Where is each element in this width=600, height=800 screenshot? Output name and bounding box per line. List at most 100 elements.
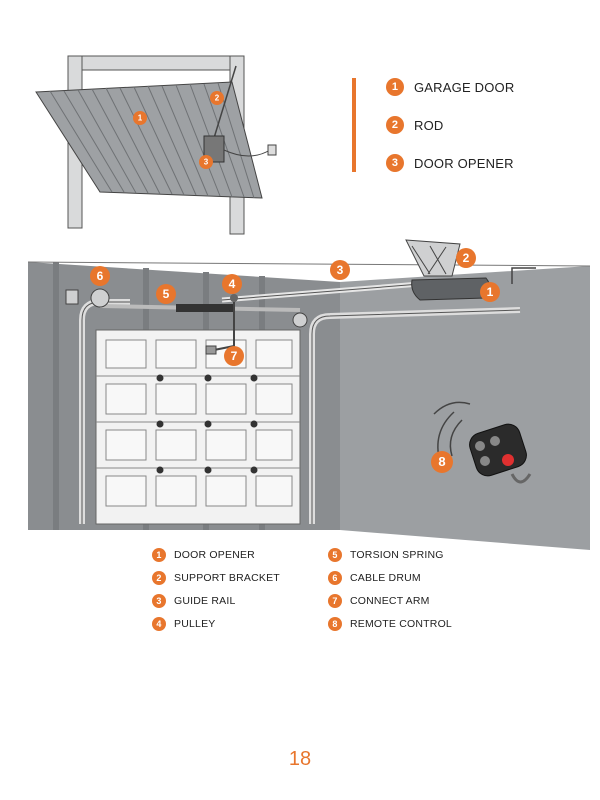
callout-circle <box>456 248 476 268</box>
callout-7: 7 <box>224 346 244 366</box>
callout-3: 3 <box>330 260 350 280</box>
callout-circle <box>224 346 244 366</box>
legend-item: 2 ROD <box>386 116 514 134</box>
door-rollers <box>156 374 258 474</box>
page-number: 18 <box>288 748 312 770</box>
signal-wave-1 <box>449 419 463 457</box>
number-badge: 2 <box>386 116 404 134</box>
callout-2: 2 <box>456 248 476 268</box>
legend-label: GUIDE RAIL <box>174 595 236 607</box>
callout-number: 8 <box>438 454 445 469</box>
remote-button-2 <box>490 436 500 446</box>
callout-number: 5 <box>163 287 170 301</box>
legend-item: 2 SUPPORT BRACKET <box>152 571 328 585</box>
callout-4: 4 <box>222 274 242 294</box>
callout-number: 6 <box>97 269 104 283</box>
tilt-door-panel <box>35 81 263 199</box>
callout-number: 3 <box>204 158 209 167</box>
legend-item: 6 CABLE DRUM <box>328 571 468 585</box>
callout-circle <box>210 91 224 105</box>
door-opener-box <box>203 135 225 163</box>
legend-label: SUPPORT BRACKET <box>174 572 280 584</box>
connect-arm-bracket <box>205 345 217 355</box>
number-badge: 7 <box>328 594 342 608</box>
callout-number: 7 <box>231 349 238 363</box>
header-bracket <box>511 267 536 284</box>
number-badge: 5 <box>328 548 342 562</box>
legend-label: DOOR OPENER <box>414 155 514 171</box>
callout-number: 1 <box>487 285 494 299</box>
door-frame-top <box>67 55 245 71</box>
door-section-seams <box>96 375 300 469</box>
power-outlet <box>267 144 277 156</box>
remote-button-1 <box>475 441 485 451</box>
callout-6: 6 <box>90 266 110 286</box>
remote-keyring <box>510 473 532 484</box>
number-badge: 3 <box>152 594 166 608</box>
legend-label: PULLEY <box>174 618 216 630</box>
callout-number: 3 <box>337 263 344 277</box>
callout-number: 2 <box>463 251 470 265</box>
right-track-edge <box>311 309 521 524</box>
callout-2: 2 <box>210 91 224 105</box>
number-badge: 3 <box>386 154 404 172</box>
power-cable <box>223 149 271 157</box>
side-wall <box>340 266 590 550</box>
bearing-plate <box>65 289 79 305</box>
callout-circle <box>90 266 110 286</box>
guide-rail-edge <box>221 283 421 301</box>
callout-1: 1 <box>133 111 147 125</box>
door-opener-motor <box>411 277 491 301</box>
callout-circle <box>199 155 213 169</box>
callout-badges: 1 2 3 1 2 3 4 5 6 7 8 <box>90 91 500 473</box>
legend-item: 1 DOOR OPENER <box>152 548 328 562</box>
callout-circle <box>133 111 147 125</box>
legend-label: REMOTE CONTROL <box>350 618 452 630</box>
legend-label: GARAGE DOOR <box>414 79 515 95</box>
number-badge: 6 <box>328 571 342 585</box>
remote-button-3 <box>480 456 490 466</box>
callout-circle <box>480 282 500 302</box>
callout-number: 2 <box>215 94 220 103</box>
tilt-door-illustration <box>35 55 277 235</box>
callout-circle <box>431 451 453 473</box>
legend-item: 4 PULLEY <box>152 617 328 631</box>
number-badge: 1 <box>152 548 166 562</box>
door-panels <box>105 339 293 507</box>
cable-drum-right <box>292 312 308 328</box>
legend-item: 3 DOOR OPENER <box>386 154 514 172</box>
support-bracket <box>405 239 461 277</box>
legend-label: CABLE DRUM <box>350 572 421 584</box>
ceiling-line <box>27 261 591 267</box>
callout-8: 8 <box>431 451 453 473</box>
number-badge: 8 <box>328 617 342 631</box>
top-legend: 1 GARAGE DOOR 2 ROD 3 DOOR OPENER <box>352 78 514 172</box>
callout-circle <box>222 274 242 294</box>
callout-5: 5 <box>156 284 176 304</box>
callout-3: 3 <box>199 155 213 169</box>
legend-label: ROD <box>414 117 444 133</box>
torsion-spring-coil <box>176 304 234 312</box>
pulley-wheel <box>230 294 238 302</box>
number-badge: 1 <box>386 78 404 96</box>
remote-button-red <box>502 454 514 466</box>
callout-circle <box>156 284 176 304</box>
callout-circle <box>330 260 350 280</box>
legend-item: 1 GARAGE DOOR <box>386 78 514 96</box>
number-badge: 4 <box>152 617 166 631</box>
signal-wave-3 <box>433 401 471 415</box>
garage-interior <box>27 239 591 550</box>
tilt-door-grooves <box>49 82 255 199</box>
cable-drum-left <box>90 288 110 308</box>
legend-item: 8 REMOTE CONTROL <box>328 617 468 631</box>
support-bracket-lattice <box>411 245 447 275</box>
legend-label: DOOR OPENER <box>174 549 255 561</box>
number-badge: 2 <box>152 571 166 585</box>
callout-number: 1 <box>138 114 143 123</box>
legend-item: 3 GUIDE RAIL <box>152 594 328 608</box>
rod <box>213 65 237 139</box>
